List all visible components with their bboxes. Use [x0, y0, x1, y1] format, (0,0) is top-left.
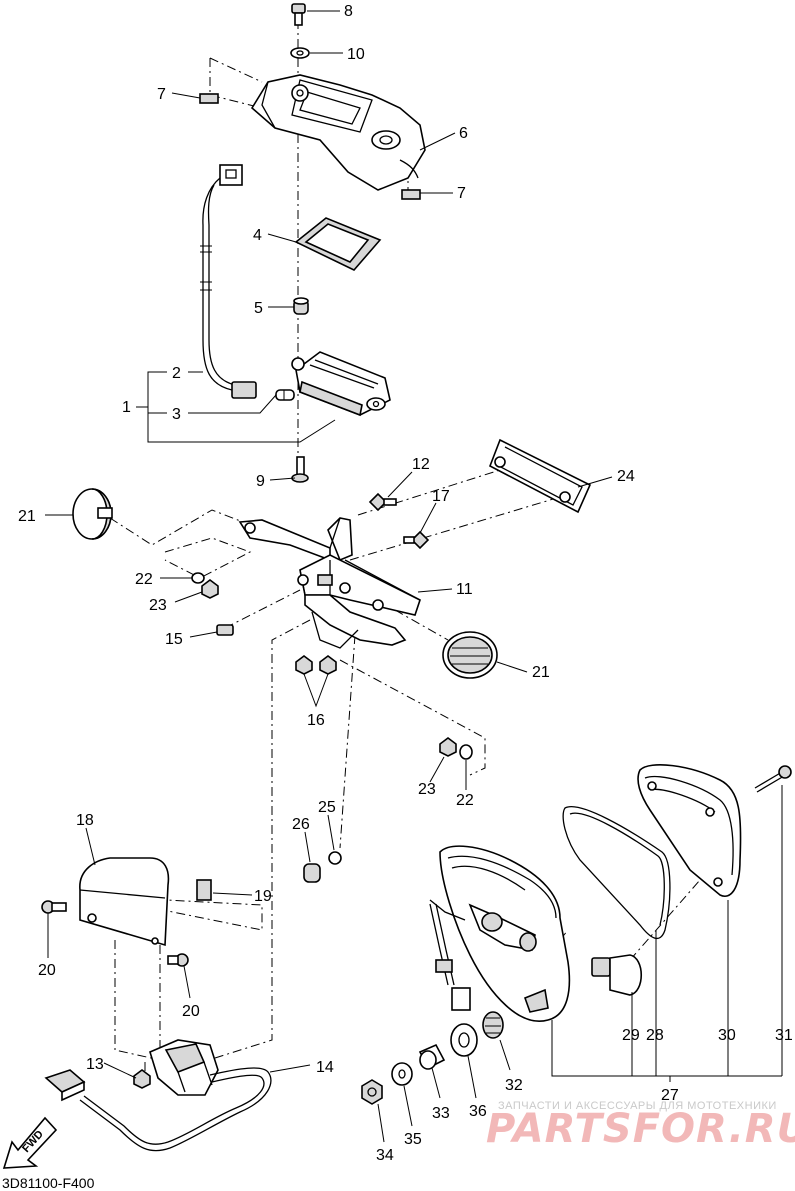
callout-14: 14	[316, 1059, 334, 1076]
reflector-21b-icon	[442, 631, 498, 679]
pad-7a-icon	[199, 93, 219, 104]
label-19-icon	[196, 879, 212, 901]
washer-36-icon	[450, 1023, 478, 1057]
callout-36: 36	[469, 1103, 487, 1120]
washer-35-icon	[391, 1062, 413, 1086]
bolt-17-icon	[403, 530, 430, 550]
callout-25: 25	[318, 799, 336, 816]
bulb-29-icon	[591, 954, 642, 996]
license-light-cover-icon	[79, 857, 170, 947]
callout-21: 21	[18, 508, 36, 525]
callout-29: 29	[622, 1027, 640, 1044]
callout-26: 26	[292, 816, 310, 833]
screw-20a-icon	[41, 900, 67, 914]
callout-17: 17	[432, 488, 450, 505]
callout-4: 4	[253, 227, 262, 244]
callout-23: 23	[418, 781, 436, 798]
callout-20: 20	[182, 1003, 200, 1020]
taillight-harness-icon	[429, 899, 471, 1011]
watermark-subtitle: ЗАПЧАСТИ И АКСЕССУАРЫ ДЛЯ МОТОТЕХНИКИ	[498, 1100, 777, 1112]
grommet-32-icon	[482, 1011, 504, 1039]
callout-31: 31	[775, 1027, 793, 1044]
callout-33: 33	[432, 1105, 450, 1122]
washer-25-icon	[328, 851, 342, 865]
fwd-arrow-icon: FWD	[2, 1116, 58, 1169]
bolt-12-icon	[368, 492, 397, 512]
callout-9: 9	[256, 473, 265, 490]
callout-22: 22	[456, 792, 474, 809]
license-light-harness-icon	[44, 1067, 272, 1152]
screw-31-icon	[754, 765, 792, 793]
callout-35: 35	[404, 1131, 422, 1148]
callout-32: 32	[505, 1077, 523, 1094]
grommet-5-icon	[293, 297, 309, 315]
callouts: 8 10 7 6 7 4 5 2 1 3 9 12 24 17 21 22 23…	[18, 3, 793, 1164]
rear-bracket-icon	[238, 517, 421, 649]
nut-23b-icon	[439, 737, 457, 757]
nut-23a-icon	[201, 579, 219, 599]
damper-15-icon	[216, 624, 234, 636]
bolts-16-icon	[295, 655, 337, 675]
callout-23: 23	[149, 597, 167, 614]
washer-22a-icon	[191, 572, 205, 584]
callout-1: 1	[122, 399, 131, 416]
watermark-brand: PARTSFOR.RU	[486, 1106, 795, 1152]
callout-3: 3	[172, 406, 181, 423]
callout-16: 16	[307, 712, 325, 729]
screw-20b-icon	[167, 953, 189, 967]
meter-harness-icon	[200, 164, 257, 399]
watermark: ЗАПЧАСТИ И АКСЕССУАРЫ ДЛЯ МОТОТЕХНИКИ PA…	[486, 1100, 795, 1152]
callout-10: 10	[347, 46, 365, 63]
taillight-lens-icon	[637, 764, 742, 897]
meter-cover-icon	[250, 74, 426, 191]
callout-15: 15	[165, 631, 183, 648]
callout-24: 24	[617, 468, 635, 485]
callout-2: 2	[172, 365, 181, 382]
license-plate-icon	[488, 438, 592, 514]
callout-18: 18	[76, 812, 94, 829]
leader-lines	[45, 10, 783, 1143]
callout-7: 7	[157, 86, 166, 103]
callout-27: 27	[661, 1087, 679, 1104]
callout-13: 13	[86, 1056, 104, 1073]
callout-34: 34	[376, 1147, 394, 1164]
callout-11: 11	[456, 581, 473, 598]
taillight-housing-icon	[439, 845, 571, 1022]
pad-7b-icon	[401, 189, 421, 200]
washer-10-icon	[290, 47, 310, 59]
washer-22b-icon	[459, 744, 473, 760]
callout-28: 28	[646, 1027, 664, 1044]
gasket-4-icon	[294, 217, 382, 271]
diagram-code: 3D81100-F400	[2, 1175, 95, 1191]
callout-5: 5	[254, 300, 263, 317]
gasket-28-icon	[562, 806, 671, 940]
meter-assembly-icon	[291, 351, 391, 417]
callout-19: 19	[254, 888, 272, 905]
callout-6: 6	[459, 125, 468, 142]
callout-8: 8	[344, 3, 353, 20]
bolt-8-icon	[291, 3, 306, 26]
callout-21: 21	[532, 664, 550, 681]
callout-20: 20	[38, 962, 56, 979]
collar-33-icon	[418, 1043, 446, 1070]
bulb-3-icon	[275, 389, 295, 401]
reflector-21a-icon	[72, 488, 113, 540]
callout-12: 12	[412, 456, 430, 473]
nut-34-icon	[361, 1079, 383, 1105]
callout-7: 7	[457, 185, 466, 202]
license-light-base-icon	[133, 1039, 219, 1096]
callout-22: 22	[135, 571, 153, 588]
grommet-26-icon	[303, 863, 321, 883]
callout-30: 30	[718, 1027, 736, 1044]
